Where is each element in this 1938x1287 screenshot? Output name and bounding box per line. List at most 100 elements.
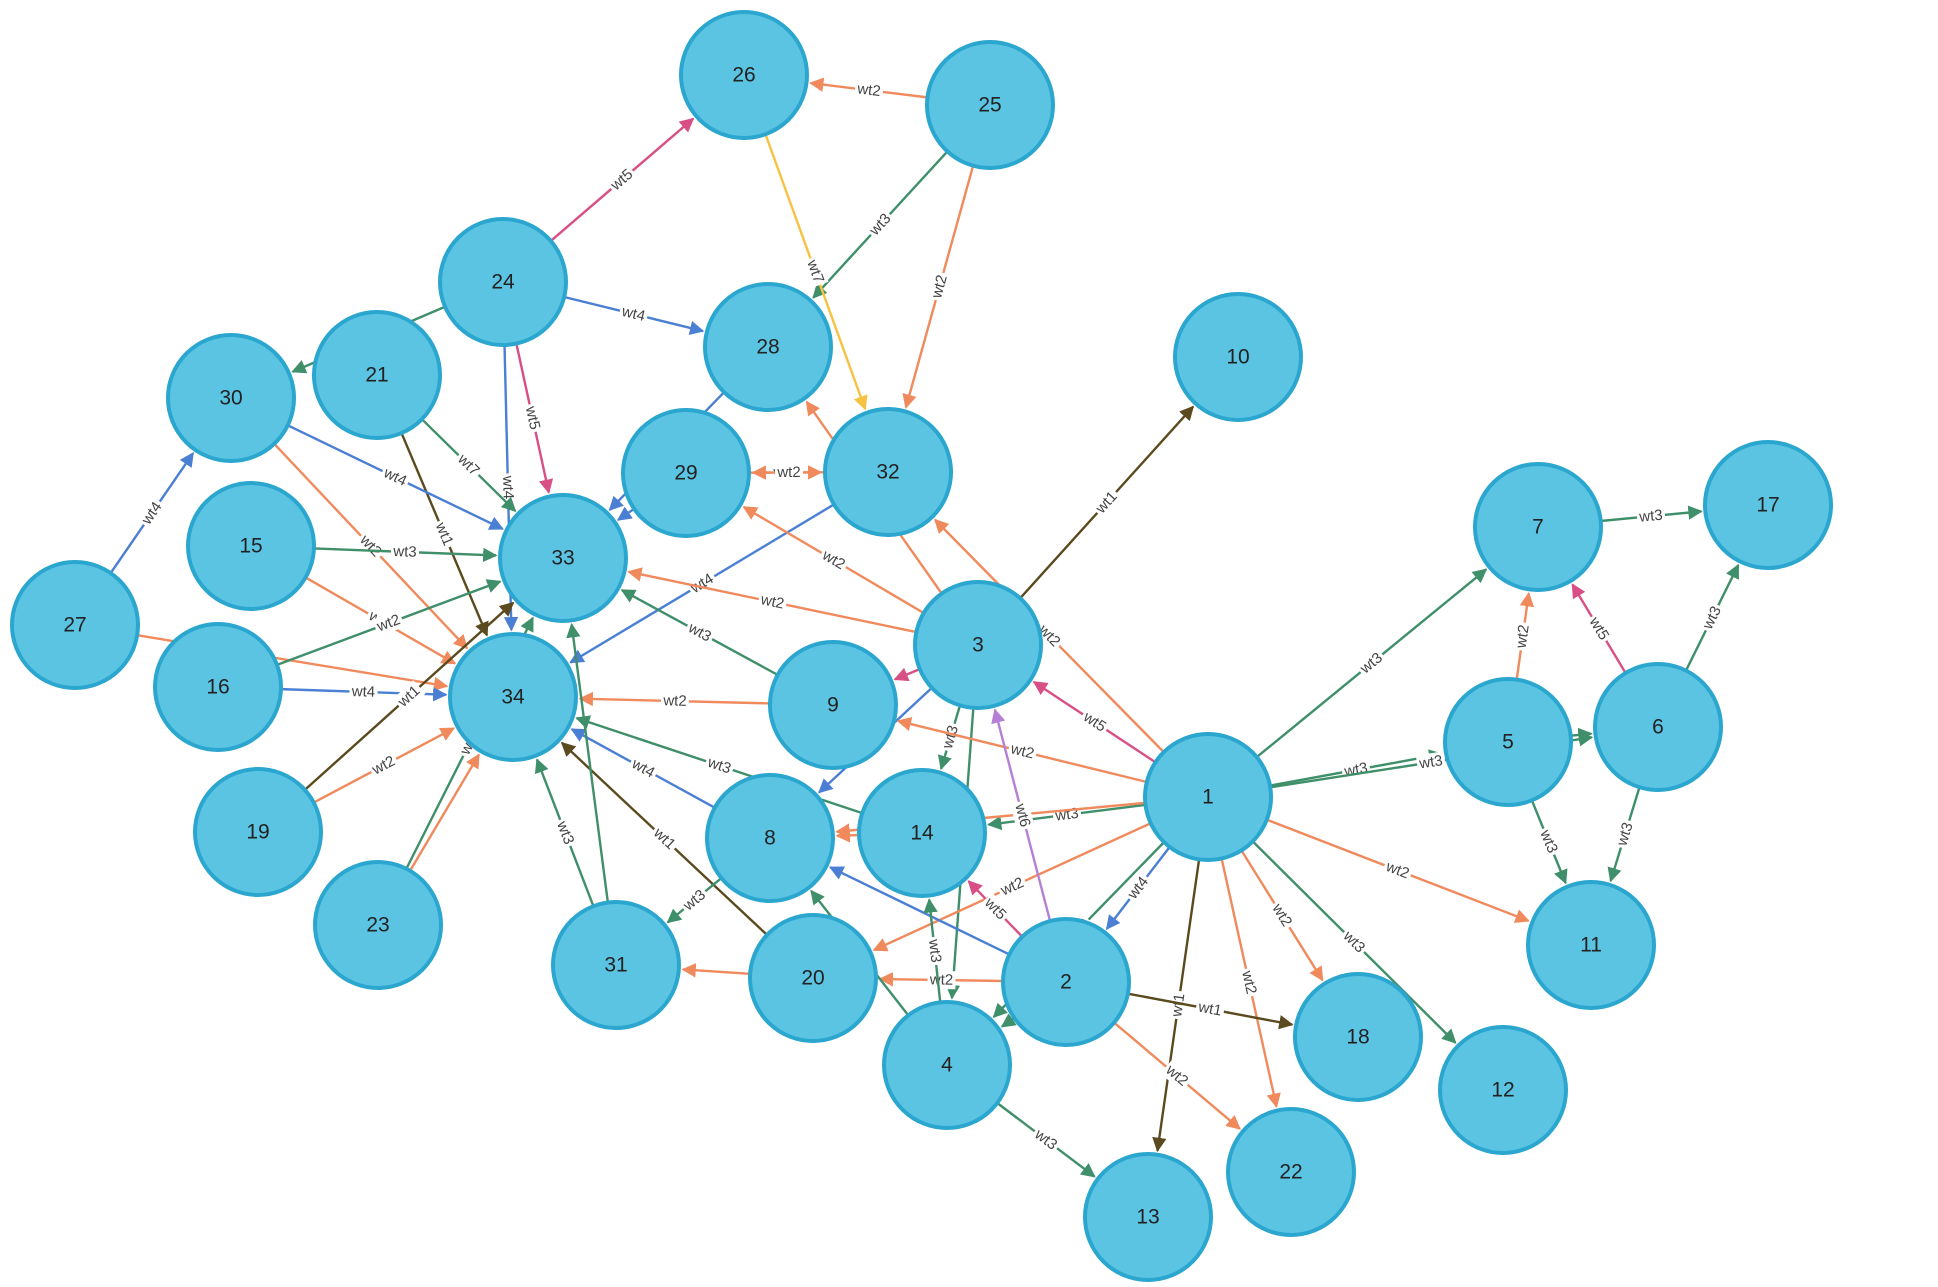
edge-label-background: [617, 301, 650, 327]
node-22[interactable]: 22: [1226, 1107, 1356, 1237]
node-16[interactable]: 16: [153, 622, 283, 752]
node-30[interactable]: 30: [166, 333, 296, 463]
edge-8-31: wt3: [666, 877, 723, 924]
edge-label-background: [937, 721, 964, 754]
node-circle[interactable]: [1593, 662, 1723, 792]
node-19[interactable]: 19: [193, 767, 323, 897]
node-29[interactable]: 29: [621, 408, 751, 538]
node-27[interactable]: 27: [10, 560, 140, 690]
node-circle[interactable]: [312, 310, 442, 440]
edge-label-background: [392, 680, 426, 713]
node-label: 4: [941, 1054, 953, 1077]
edge-label-background: [354, 529, 387, 563]
edge-1-22: wt2: [1220, 858, 1281, 1108]
node-8[interactable]: 8: [705, 773, 835, 903]
node-circle[interactable]: [551, 900, 681, 1030]
node-17[interactable]: 17: [1703, 440, 1833, 570]
node-circle[interactable]: [186, 481, 316, 611]
node-circle[interactable]: [703, 282, 833, 412]
node-circle[interactable]: [679, 10, 809, 140]
node-24[interactable]: 24: [438, 217, 568, 347]
node-23[interactable]: 23: [313, 860, 443, 990]
node-9[interactable]: 9: [768, 640, 898, 770]
edge-label: wt3: [392, 543, 417, 561]
node-circle[interactable]: [1526, 880, 1656, 1010]
edge-label: wt1: [1196, 998, 1223, 1019]
node-circle[interactable]: [1703, 440, 1833, 570]
node-32[interactable]: 32: [823, 407, 953, 537]
node-7[interactable]: 7: [1473, 462, 1603, 592]
edge-label: wt3: [1613, 820, 1636, 848]
node-circle[interactable]: [705, 773, 835, 903]
node-circle[interactable]: [193, 767, 323, 897]
edge-label-background: [1010, 799, 1035, 832]
edge-label-background: [136, 496, 168, 530]
node-circle[interactable]: [913, 580, 1043, 710]
node-circle[interactable]: [1143, 732, 1273, 862]
node-circle[interactable]: [925, 40, 1055, 170]
node-2[interactable]: 2: [1001, 917, 1131, 1047]
node-25[interactable]: 25: [925, 40, 1055, 170]
node-circle[interactable]: [10, 560, 140, 690]
node-circle[interactable]: [1226, 1107, 1356, 1237]
node-circle[interactable]: [498, 493, 628, 623]
node-33[interactable]: 33: [498, 493, 628, 623]
node-circle[interactable]: [882, 1000, 1012, 1130]
edge-line: [409, 753, 480, 872]
edge-1-9: wt2: [896, 717, 1148, 784]
node-10[interactable]: 10: [1173, 292, 1303, 422]
node-28[interactable]: 28: [703, 282, 833, 412]
node-circle[interactable]: [823, 407, 953, 537]
node-circle[interactable]: [153, 622, 283, 752]
node-circle[interactable]: [768, 640, 898, 770]
node-circle[interactable]: [1173, 292, 1303, 422]
node-circle[interactable]: [1001, 917, 1131, 1047]
edge-1-2: wt4: [1105, 846, 1171, 930]
edge-label: wt2: [758, 591, 785, 613]
node-label: 15: [239, 535, 262, 558]
edge-4-14: wt3: [923, 898, 946, 1003]
edge-25-26: wt2: [809, 77, 928, 101]
node-13[interactable]: 13: [1083, 1152, 1213, 1282]
node-11[interactable]: 11: [1526, 880, 1656, 1010]
node-15[interactable]: 15: [186, 481, 316, 611]
node-circle[interactable]: [1438, 1025, 1568, 1155]
edge-line: [893, 667, 921, 682]
node-20[interactable]: 20: [748, 913, 878, 1043]
node-4[interactable]: 4: [882, 1000, 1012, 1130]
node-circle[interactable]: [1473, 462, 1603, 592]
node-3[interactable]: 3: [913, 580, 1043, 710]
edge-label-background: [1535, 825, 1563, 859]
node-12[interactable]: 12: [1438, 1025, 1568, 1155]
node-5[interactable]: 5: [1443, 677, 1573, 807]
node-1[interactable]: 1: [1143, 732, 1273, 862]
node-circle[interactable]: [448, 632, 578, 762]
node-circle[interactable]: [1083, 1152, 1213, 1282]
node-31[interactable]: 31: [551, 900, 681, 1030]
node-circle[interactable]: [857, 768, 987, 898]
node-circle[interactable]: [313, 860, 443, 990]
edge-label-background: [927, 270, 952, 303]
node-circle[interactable]: [748, 913, 878, 1043]
node-circle[interactable]: [1293, 972, 1423, 1102]
edge-label: wt2: [855, 80, 881, 100]
edge-label-background: [1381, 856, 1414, 884]
node-26[interactable]: 26: [679, 10, 809, 140]
node-14[interactable]: 14: [857, 768, 987, 898]
node-circle[interactable]: [438, 217, 568, 347]
node-34[interactable]: 34: [448, 632, 578, 762]
edge-label-background: [1237, 966, 1261, 999]
node-6[interactable]: 6: [1593, 662, 1723, 792]
node-21[interactable]: 21: [312, 310, 442, 440]
node-label: 11: [1580, 934, 1602, 957]
node-label: 33: [551, 547, 574, 570]
edge-3-14: wt3: [937, 705, 964, 771]
node-label: 26: [732, 64, 755, 87]
node-circle[interactable]: [166, 333, 296, 463]
node-label: 32: [876, 461, 899, 484]
edge-label-background: [1415, 751, 1447, 774]
node-circle[interactable]: [1443, 677, 1573, 807]
node-18[interactable]: 18: [1293, 972, 1423, 1102]
node-circle[interactable]: [621, 408, 751, 538]
edge-label-background: [1029, 1124, 1063, 1156]
